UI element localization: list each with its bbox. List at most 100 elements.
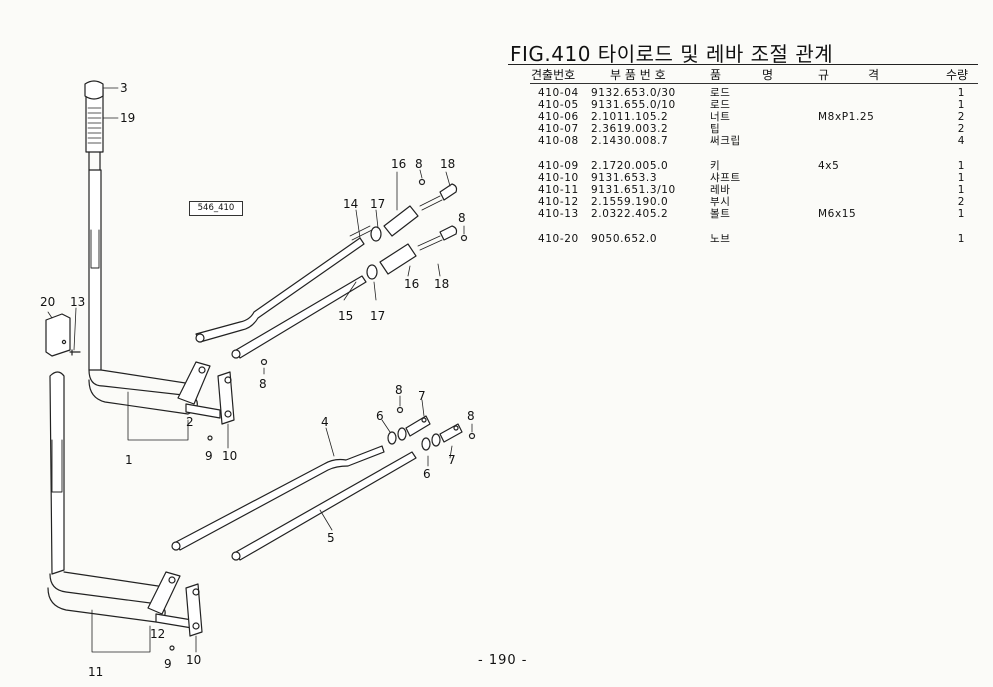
callout-number: 1 — [125, 453, 133, 467]
clip — [418, 178, 426, 186]
callout-number: 16 — [391, 157, 406, 171]
cell-name: 샤프트 — [710, 172, 741, 184]
key — [169, 645, 175, 651]
tip-assembly-lower — [421, 423, 463, 451]
cell-name: 너트 — [710, 111, 731, 123]
callout-number: 13 — [70, 295, 85, 309]
cell-part: 9131.655.0/10 — [591, 99, 676, 111]
figure-code-box: 546_410 — [189, 201, 243, 216]
callout-number: 19 — [120, 111, 135, 125]
cell-ref: 410-06 — [538, 111, 579, 123]
clip — [260, 358, 268, 366]
cell-name: 노브 — [710, 233, 731, 245]
cell-spec: 4x5 — [818, 160, 840, 172]
callout-number: 17 — [370, 197, 385, 211]
clip — [460, 234, 468, 242]
bolt — [69, 349, 81, 356]
callout-number: 11 — [88, 665, 103, 679]
cell-ref: 410-11 — [538, 184, 579, 196]
cell-ref: 410-12 — [538, 196, 579, 208]
callout-number: 15 — [338, 309, 353, 323]
callout-number: 8 — [467, 409, 475, 423]
knob — [45, 313, 71, 357]
tip-assembly-upper — [387, 415, 431, 445]
callout-number: 8 — [395, 383, 403, 397]
clip — [396, 406, 404, 414]
callout-number: 10 — [222, 449, 237, 463]
clip — [468, 432, 476, 440]
callout-number: 6 — [376, 409, 384, 423]
callout-number: 18 — [440, 157, 455, 171]
callout-number: 3 — [120, 81, 128, 95]
page-number: - 190 - — [478, 653, 528, 668]
cell-ref: 410-07 — [538, 123, 579, 135]
callout-number: 2 — [186, 415, 194, 429]
cell-qty: 1 — [957, 184, 965, 196]
cell-qty: 1 — [957, 87, 965, 99]
cell-part: 9132.653.0/30 — [591, 87, 676, 99]
callout-number: 17 — [370, 309, 385, 323]
upper-rod — [195, 225, 373, 343]
upper-turnbuckle — [370, 183, 458, 242]
cell-part: 2.1720.005.0 — [591, 160, 669, 172]
key — [207, 435, 213, 441]
cell-name: 부시 — [710, 196, 731, 208]
cell-part: 2.3619.003.2 — [591, 123, 669, 135]
cell-part: 9131.653.3 — [591, 172, 658, 184]
cell-part: 9050.652.0 — [591, 233, 658, 245]
cell-qty: 1 — [957, 172, 965, 184]
leader-lines — [47, 87, 473, 653]
callout-number: 8 — [259, 377, 267, 391]
cell-qty: 4 — [957, 135, 965, 147]
callout-number: 9 — [205, 449, 213, 463]
cell-name: 키 — [710, 160, 721, 172]
cell-qty: 1 — [957, 233, 965, 245]
cell-part: 9131.651.3/10 — [591, 184, 676, 196]
callout-number: 8 — [458, 211, 466, 225]
cell-name: 로드 — [710, 99, 731, 111]
cell-part: 2.1011.105.2 — [591, 111, 669, 123]
cell-ref: 410-04 — [538, 87, 579, 99]
cell-ref: 410-05 — [538, 99, 579, 111]
callout-number: 12 — [150, 627, 165, 641]
upper-vertical-lever — [85, 89, 198, 415]
callout-number: 5 — [327, 531, 335, 545]
header-spec-2: 격 — [868, 68, 880, 82]
cell-ref: 410-13 — [538, 208, 579, 220]
lower-rod — [231, 275, 367, 359]
header-spec-1: 규 — [818, 68, 830, 82]
cell-qty: 2 — [957, 111, 965, 123]
header-name-2: 명 — [762, 68, 774, 82]
header-qty: 수량 — [946, 68, 969, 82]
callout-number: 18 — [434, 277, 449, 291]
lower-turnbuckle — [366, 225, 458, 280]
cell-qty: 1 — [957, 208, 965, 220]
callout-number: 7 — [418, 389, 426, 403]
callout-number: 8 — [415, 157, 423, 171]
lower-vertical-lever — [47, 371, 203, 637]
cell-qty: 1 — [957, 99, 965, 111]
callout-number: 6 — [423, 467, 431, 481]
cell-part: 2.1559.190.0 — [591, 196, 669, 208]
callout-number: 10 — [186, 653, 201, 667]
cell-ref: 410-09 — [538, 160, 579, 172]
title-rule — [508, 64, 978, 65]
cell-name: 써크립 — [710, 135, 741, 147]
cell-ref: 410-10 — [538, 172, 579, 184]
cell-name: 레바 — [710, 184, 731, 196]
cell-name: 로드 — [710, 87, 731, 99]
cell-spec: M6x15 — [818, 208, 857, 220]
cell-ref: 410-20 — [538, 233, 579, 245]
callout-number: 4 — [321, 415, 329, 429]
header-part-number: 부 품 번 호 — [610, 68, 666, 82]
cell-part: 2.0322.405.2 — [591, 208, 669, 220]
cell-ref: 410-08 — [538, 135, 579, 147]
header-rule — [530, 83, 978, 84]
cell-qty: 2 — [957, 123, 965, 135]
callout-number: 7 — [448, 453, 456, 467]
cell-part: 2.1430.008.7 — [591, 135, 669, 147]
callout-number: 14 — [343, 197, 358, 211]
rod-5 — [231, 451, 417, 561]
cell-qty: 1 — [957, 160, 965, 172]
